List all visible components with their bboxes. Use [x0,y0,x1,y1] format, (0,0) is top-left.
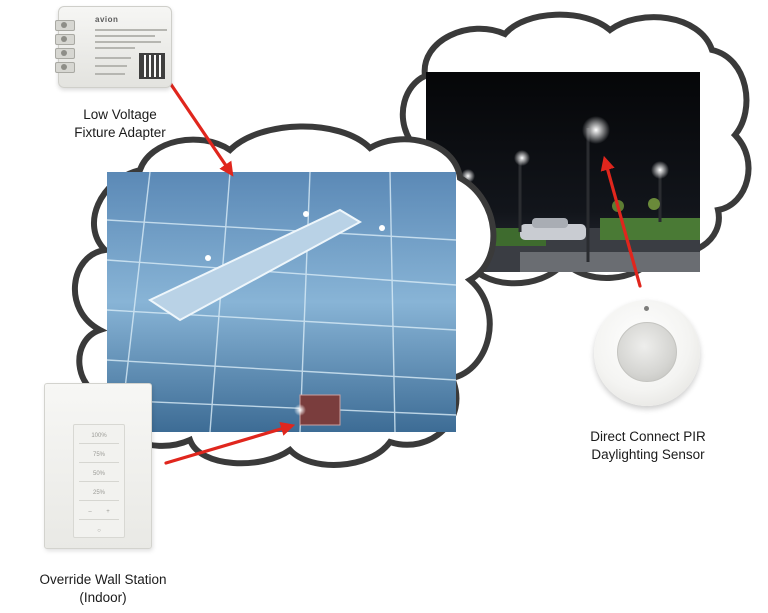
arrow-wall-station [164,421,296,465]
arrows [164,78,642,465]
fixture-adapter-label-line-2: Fixture Adapter [74,125,166,140]
key-up-down: –+ [79,505,119,520]
wall-station-label: Override Wall Station (Indoor) [18,571,188,607]
pir-sensor-label-line-2: Daylighting Sensor [591,447,705,462]
down-icon: – [88,509,92,515]
pir-sensor-device [594,300,700,406]
key-100: 100% [79,429,119,444]
up-icon: + [106,509,110,515]
booth [299,394,341,426]
terminal-block [53,17,79,79]
key-75: 75% [79,448,119,463]
garage-cloud [72,123,497,468]
wall-station-label-line-2: (Indoor) [79,590,127,605]
wall-station-device: 100% 75% 50% 25% –+ ○ [44,383,152,549]
qr-code-icon [139,53,165,79]
fixture-adapter-device: avion [55,6,172,88]
power-icon: ○ [97,528,101,534]
sensor-led-icon [644,306,649,311]
pir-lens [617,322,677,382]
key-25: 25% [79,486,119,501]
pir-sensor-label-line-1: Direct Connect PIR [590,429,706,444]
arrow-adapter [166,78,234,177]
fixture-adapter-label-line-1: Low Voltage [83,107,157,122]
key-50: 50% [79,467,119,482]
wall-station-keypad: 100% 75% 50% 25% –+ ○ [73,424,125,538]
arrow-pir [600,155,642,288]
wall-station-label-line-1: Override Wall Station [39,572,167,587]
garage-ramp [147,208,363,322]
adapter-brand-label: avion [95,15,119,24]
fixture-adapter-label: Low Voltage Fixture Adapter [50,106,190,142]
pir-sensor-label: Direct Connect PIR Daylighting Sensor [568,428,728,464]
key-power: ○ [79,524,119,538]
